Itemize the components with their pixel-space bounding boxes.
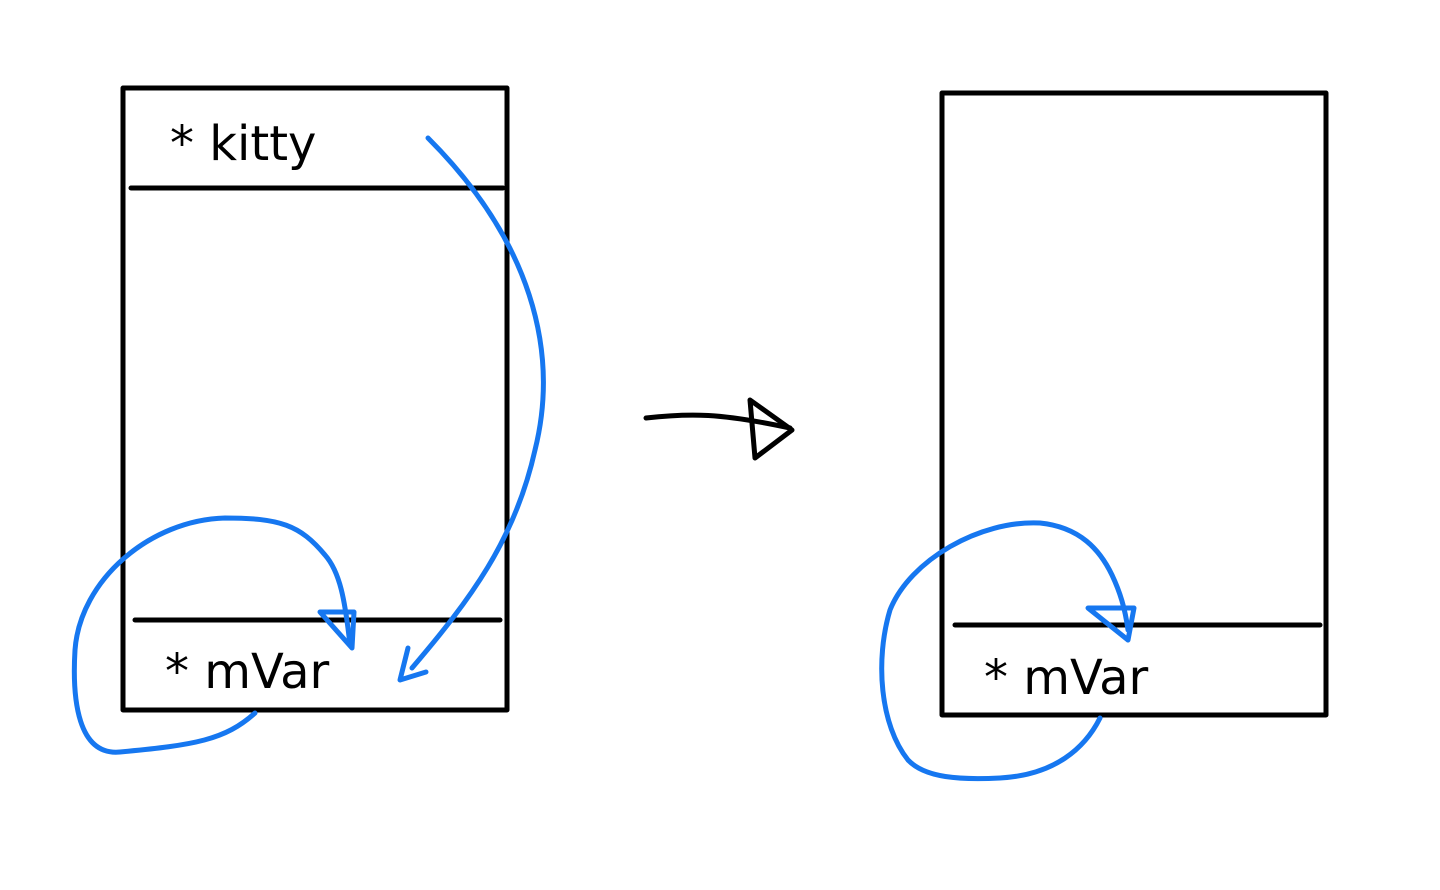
left-block-outline [120, 85, 510, 713]
right-mvar-self-head [1085, 605, 1137, 643]
right-block-outline [939, 90, 1329, 718]
transition-arrow [643, 397, 795, 461]
left-mvar-self-pointer [71, 515, 357, 755]
right-bottom-field-label: * mVar [984, 650, 1149, 706]
kitty-pointer-curve [409, 135, 546, 671]
kitty-pointer-head [397, 645, 429, 683]
left-memory-block: * kitty * mVar [120, 85, 510, 713]
left-mvar-self-curve [71, 515, 353, 755]
kitty-pointer-arrow [397, 135, 546, 683]
transition-arrow-shaft [643, 412, 793, 431]
right-mvar-self-pointer [879, 520, 1137, 782]
left-bottom-field-label: * mVar [165, 644, 330, 700]
right-memory-block: * mVar [939, 90, 1329, 718]
left-top-field-label: * kitty [170, 116, 316, 172]
left-mvar-self-head [317, 609, 357, 651]
right-mvar-self-curve [879, 520, 1131, 782]
transition-arrow-head [747, 397, 795, 461]
